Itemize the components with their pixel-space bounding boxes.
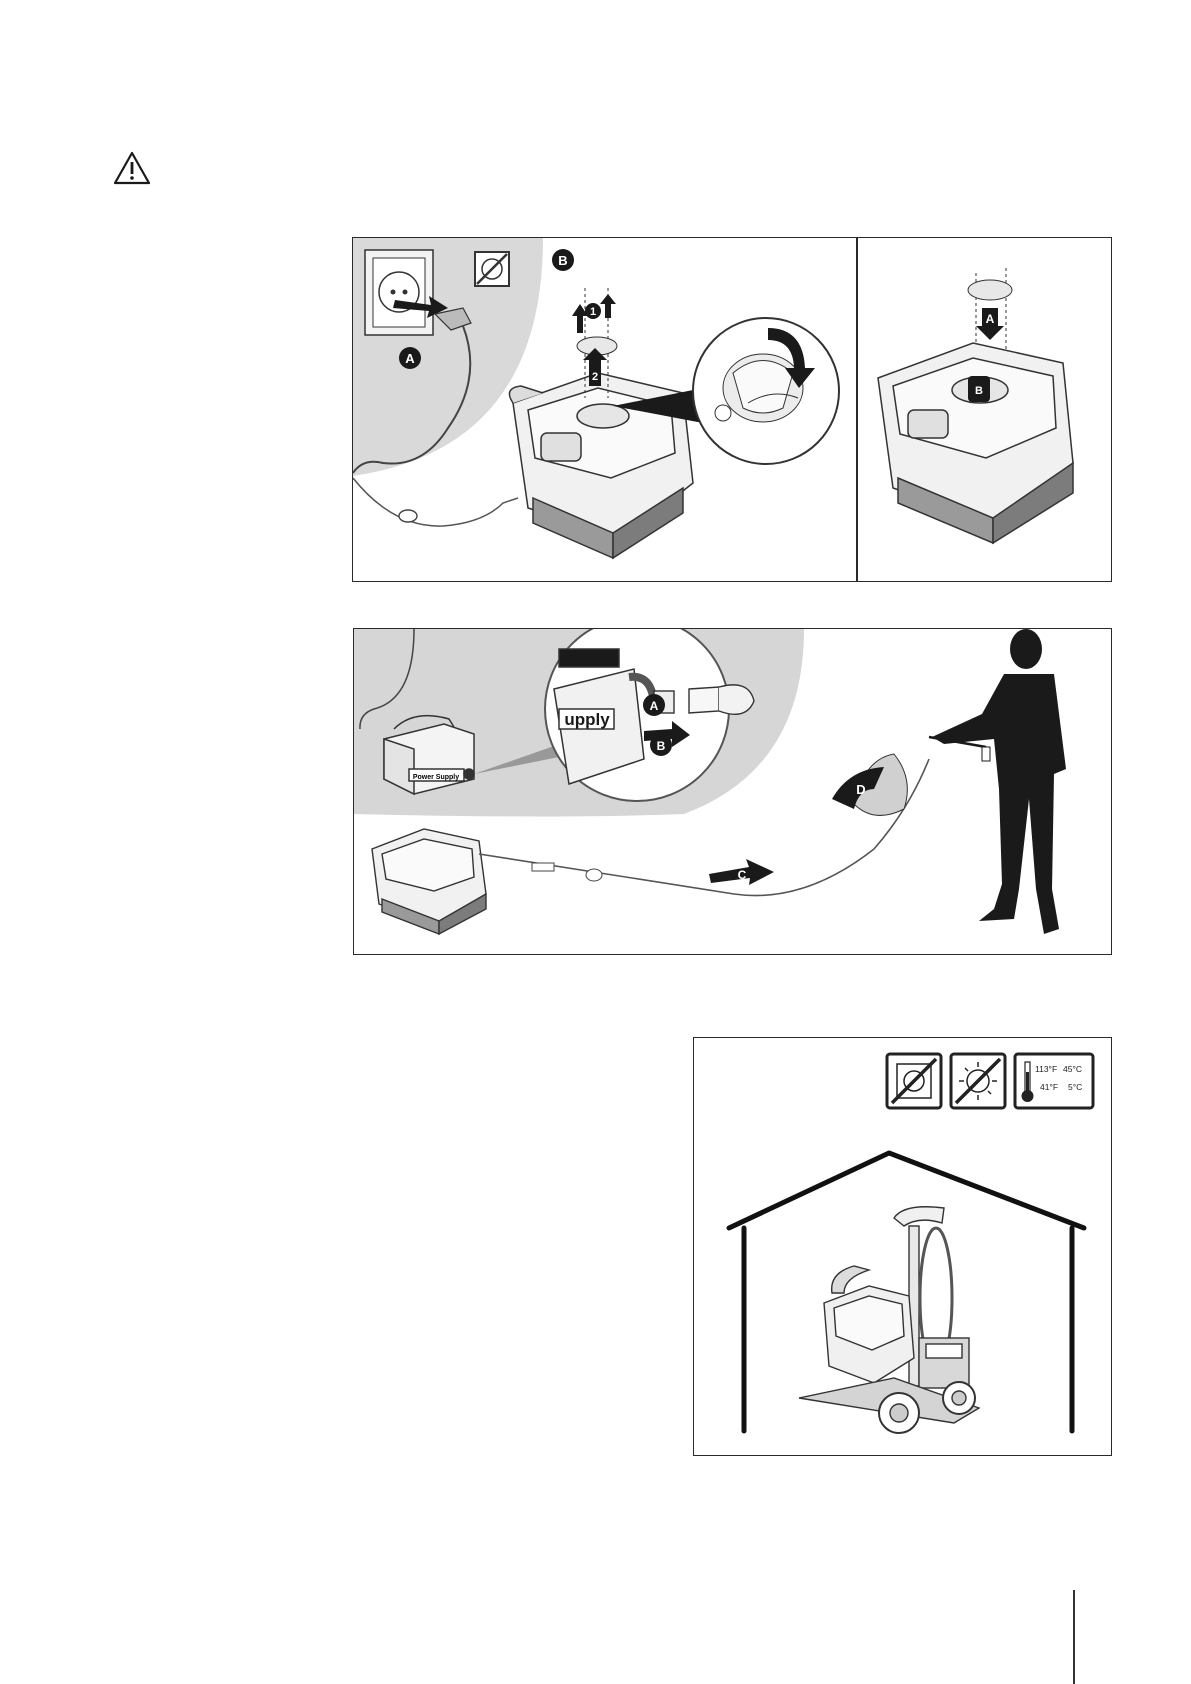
step-2-label: 2 [592, 371, 598, 383]
badge-b: B [975, 385, 983, 397]
temp-low-f: 41°F [1040, 1082, 1058, 1092]
panel-storage: 113°F 45°C 41°F 5°C [693, 1037, 1112, 1456]
wall-socket-icon [365, 250, 433, 335]
panel-remove-filter: A B 1 2 [352, 237, 857, 582]
filter-basket-icon [693, 318, 839, 464]
badge-d: D [856, 782, 865, 797]
panel-insert-filter: A B [857, 237, 1112, 582]
caddy-cart-icon [799, 1207, 979, 1433]
robot-cleaner-icon [878, 343, 1073, 543]
thermometer-icon [1015, 1054, 1093, 1108]
badge-a: A [405, 351, 415, 366]
step-1-label: 1 [590, 306, 596, 318]
power-supply-label: Power Supply [413, 774, 459, 781]
no-sun-icon [951, 1054, 1005, 1108]
badge-b: B [558, 253, 567, 268]
badge-b: B [657, 739, 666, 753]
temp-low-c: 5°C [1068, 1082, 1082, 1092]
badge-a: A [986, 312, 995, 326]
robot-cleaner-icon [372, 829, 486, 934]
zoom-supply-label: upply [564, 710, 610, 729]
warning-icon [112, 150, 152, 186]
person-silhouette-icon [932, 629, 1066, 934]
badge-a: A [650, 699, 659, 713]
panel-remove-from-pool: Power Supply upply A B [353, 628, 1112, 955]
no-power-icon [887, 1054, 941, 1108]
no-power-icon [475, 252, 509, 286]
filter-insert-icon [968, 280, 1012, 300]
temp-high-f: 113°F [1035, 1064, 1057, 1074]
badge-c: C [738, 868, 747, 882]
temp-high-c: 45°C [1063, 1064, 1082, 1074]
page-edge-rule [1073, 1590, 1075, 1684]
